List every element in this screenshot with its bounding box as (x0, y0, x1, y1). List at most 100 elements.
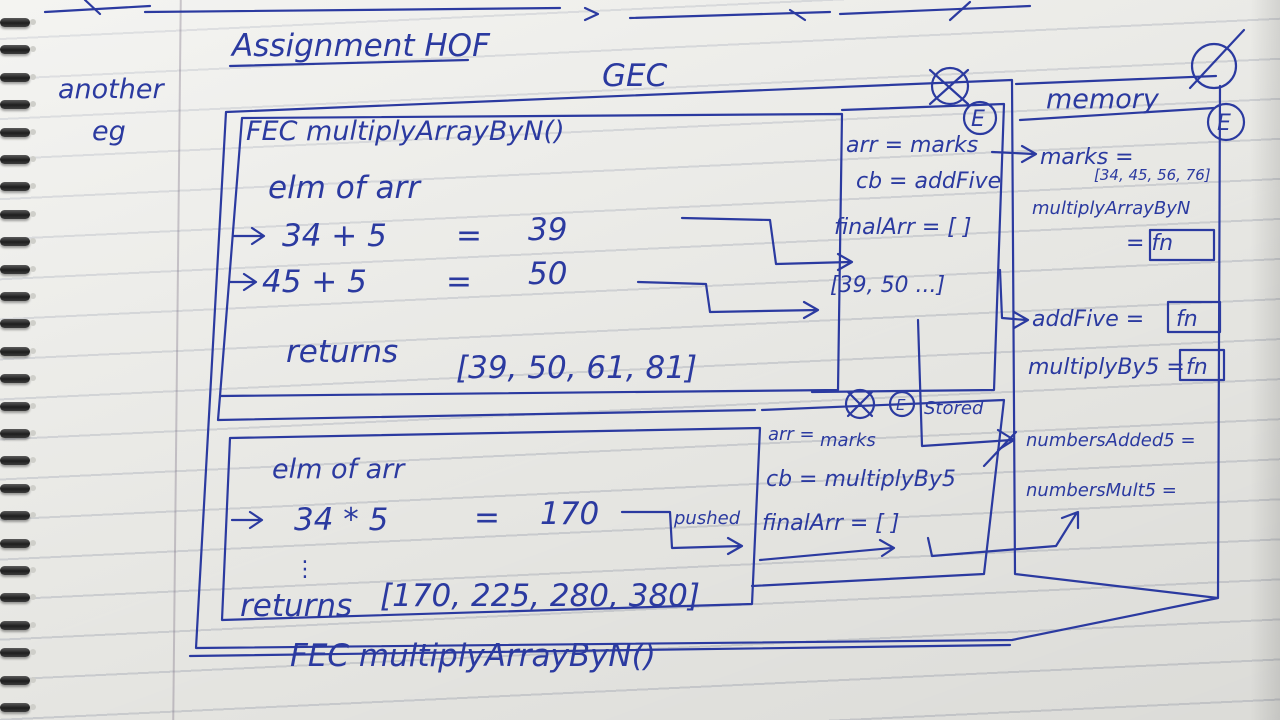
ec-top-line-1: arr = marks (846, 133, 978, 158)
punch-hole (30, 676, 36, 683)
spiral-coil (0, 45, 30, 55)
fec-top-returns-value: [39, 50, 61, 81] (456, 350, 697, 386)
fec-top-box: FEC multiplyArrayByN() elm of arr 34 + 5… (216, 112, 844, 422)
punch-hole (30, 649, 36, 656)
arrow-line-2 (143, 6, 562, 14)
spiral-coil (0, 155, 30, 164)
punch-hole (30, 320, 36, 327)
fec-bottom-step-result: 170 (540, 496, 599, 532)
punch-hole (30, 484, 36, 491)
ec-top-badge: E (971, 107, 985, 132)
fec-top-step-2-eq: = (446, 264, 472, 300)
punch-hole (30, 539, 36, 546)
memory-row-3-label: addFive = (1032, 307, 1144, 332)
memory-badge-circle (1206, 102, 1246, 142)
fec-bottom-step-eq: = (474, 500, 500, 536)
spiral-coil (0, 182, 30, 192)
fec-top-title: FEC multiplyArrayByN() (246, 116, 565, 147)
memory-strike-circle (1190, 42, 1238, 90)
ec-bottom-badge: E (896, 396, 906, 414)
spiral-coil (0, 483, 30, 493)
ec-top-strike-circle (930, 66, 970, 106)
spiral-coil (0, 72, 30, 82)
page-shadow (1250, 0, 1280, 720)
spiral-coil (0, 237, 30, 247)
ec-bottom-strike-circle (844, 388, 876, 420)
spiral-coil (0, 292, 30, 301)
ec-bottom-line-4: finalArr = [ ] (762, 511, 899, 536)
punch-hole (30, 101, 36, 108)
memory-row-3-value: fn (1176, 307, 1198, 332)
result-39-arrow (680, 216, 854, 272)
result-50-arrow (636, 280, 820, 320)
spiral-coil (0, 675, 30, 685)
margin-note-line-2: eg (92, 116, 126, 147)
memory-row-4-box (1178, 348, 1226, 382)
stored-arrow-tail (982, 430, 1018, 468)
margin-note-line-1: another (58, 74, 165, 105)
fec-bottom-ellipsis: ⋮ (294, 557, 316, 582)
ec-top-box: E arr = marks cb = addFive finalArr = [ … (810, 66, 1006, 394)
fec-bottom-frame (220, 426, 762, 622)
pushed-arrow (620, 510, 744, 556)
heading-underline (228, 58, 470, 68)
memory-row-4-label: multiplyBy5 = (1028, 355, 1185, 380)
spiral-coil (0, 127, 30, 137)
spiral-coil (0, 100, 30, 110)
ec-bottom-stored-label: Stored (924, 398, 984, 419)
memory-row-6-label: numbersMult5 = (1026, 480, 1177, 501)
spiral-coil (0, 511, 30, 521)
ec-bottom-box: E Stored arr = marks cb = multiplyBy5 fi… (750, 388, 1006, 588)
spiral-coil (0, 346, 30, 356)
memory-box: memory E marks = [34, 45, 56, 76] multip… (1014, 28, 1246, 501)
spiral-coil (0, 429, 30, 438)
fec-top-step-1-expr: 34 + 5 (282, 218, 387, 254)
addfive-ref-arrow (998, 268, 1030, 330)
stored-arrow-added5 (916, 318, 1016, 452)
spiral-coil (0, 593, 30, 603)
fec-bottom-returns-value: [170, 225, 280, 380] (380, 578, 700, 614)
fec-bottom-returns-label: returns (240, 588, 352, 624)
fec-top-step-1-eq: = (456, 218, 482, 254)
spiral-coil (0, 703, 30, 712)
spiral-coil (0, 648, 30, 658)
step-arrow-3 (230, 510, 264, 530)
pushed-label: pushed (673, 508, 741, 529)
ec-bottom-frame (750, 398, 1006, 588)
memory-title: memory (1046, 84, 1160, 115)
ec-top-line-2: cb = addFive (856, 169, 1001, 194)
ec-bottom-line-1: arr = (768, 424, 815, 445)
punch-hole (30, 402, 36, 409)
stored-arrow-mult5 (926, 510, 1080, 558)
memory-badge: E (1217, 111, 1231, 136)
spiral-coil (0, 620, 30, 630)
memory-row-5-label: numbersAdded5 = (1026, 430, 1196, 451)
punch-hole (30, 293, 36, 299)
spiral-coil (0, 401, 30, 411)
punch-hole (30, 19, 36, 25)
memory-row-2-box (1148, 228, 1216, 262)
arrow-line-4 (838, 4, 1032, 16)
punch-hole (30, 156, 36, 162)
spiral-coil (0, 319, 30, 329)
bottom-fec-label: FEC multiplyArrayByN() (290, 638, 656, 674)
punch-hole (30, 457, 36, 464)
arrow-line-3 (628, 10, 832, 20)
spiral-coil (0, 374, 30, 384)
ec-bottom-line-2: marks (820, 430, 876, 451)
punch-hole (30, 238, 36, 245)
fec-bottom-box: elm of arr 34 * 5 = 170 ⋮ returns [170, … (220, 426, 762, 624)
punch-hole (30, 265, 36, 272)
punch-hole (30, 512, 36, 519)
memory-row-2-label: multiplyArrayByN (1032, 198, 1190, 219)
fec-top-elm-label: elm of arr (268, 170, 422, 206)
step-arrow-2 (228, 272, 258, 292)
fec-top-step-1-result: 39 (528, 212, 567, 248)
arrow-line-1 (43, 4, 152, 14)
punch-hole (30, 594, 36, 601)
fec-bottom-step-expr: 34 * 5 (294, 502, 388, 538)
ec-bottom-line-3: cb = multiplyBy5 (766, 467, 956, 492)
